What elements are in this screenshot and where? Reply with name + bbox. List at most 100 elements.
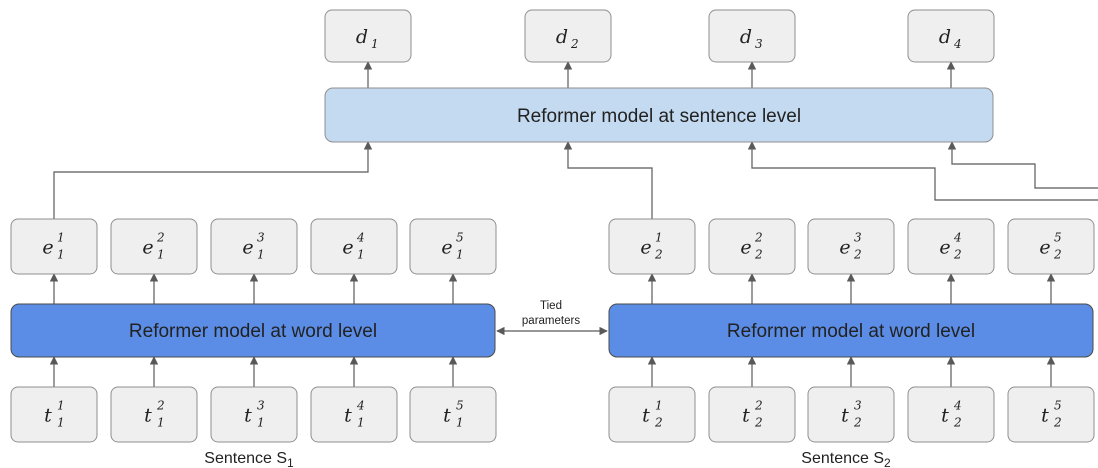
- embedding-s2-w1-sub: 2: [654, 248, 663, 262]
- token-s2-w4-var: t: [941, 405, 949, 427]
- embedding-s1-w1-box: [10, 218, 98, 275]
- embedding-s1-w5-var: e: [441, 237, 452, 259]
- embedding-s1-w1-sub: 1: [57, 248, 65, 262]
- embedding-s1-w3-box: [210, 218, 298, 275]
- token-s1-w3-sup: 3: [257, 399, 265, 413]
- sentence-level-model: Reformer model at sentence level: [324, 87, 994, 143]
- sentence-level-model-box: [324, 87, 994, 143]
- token-s2-w2-var: t: [742, 405, 750, 427]
- document-output-4-box: [907, 9, 995, 63]
- document-output-2-sub: 2: [570, 37, 579, 51]
- embedding-s2-w2-var: e: [740, 237, 751, 259]
- arrow-s4-to-sentence-model: [947, 141, 1098, 189]
- document-output-1-sub: 1: [371, 37, 379, 51]
- embedding-s1-w1-var: e: [42, 237, 53, 259]
- embedding-s1-w3-sup: 3: [257, 231, 265, 245]
- embedding-s1-w5-box: [409, 218, 497, 275]
- token-s2-w4-sup: 4: [953, 399, 962, 413]
- token-s1-w3-var: t: [244, 405, 252, 427]
- embedding-s2-w3-var: e: [839, 237, 850, 259]
- sentence-1-caption: Sentence S1: [204, 450, 294, 468]
- token-s2-w3-box: [807, 386, 895, 443]
- embedding-s1-w2-box: [110, 218, 198, 275]
- token-s1-w1-var: t: [44, 405, 52, 427]
- embedding-s2-w2-box: [708, 218, 796, 275]
- token-s1-w2-sup: 2: [156, 399, 165, 413]
- token-s1-w4-box: [310, 386, 398, 443]
- document-output-4-sub: 4: [953, 37, 962, 51]
- token-s2-w5-sup: 5: [1054, 399, 1062, 413]
- token-s1-w2-var: t: [144, 405, 152, 427]
- embedding-s1-w4-box: [310, 218, 398, 275]
- embedding-s2-w4-sub: 2: [953, 248, 962, 262]
- token-s1-w1-sup: 1: [57, 399, 65, 413]
- token-s1-w5-var: t: [443, 405, 451, 427]
- embedding-s1-w5-sub: 1: [456, 248, 464, 262]
- arrow-s3-to-sentence-model: [747, 141, 1098, 201]
- document-output-3-box: [708, 9, 796, 63]
- token-s1-w4-var: t: [344, 405, 352, 427]
- token-s1-w2-sub: 1: [157, 416, 165, 430]
- embedding-s1-w2-sub: 1: [157, 248, 165, 262]
- word-level-model-1-label: Reformer model at word level: [129, 321, 377, 342]
- token-s2-w2-box: [708, 386, 796, 443]
- tied-parameters-line2: parameters: [522, 315, 580, 327]
- word-level-model-2-label: Reformer model at word level: [727, 321, 975, 342]
- token-s1-w5-sub: 1: [456, 416, 464, 430]
- token-s2-w1-sub: 2: [654, 416, 663, 430]
- word-level-model-2: Reformer model at word level: [608, 303, 1094, 358]
- token-s2-w5-sub: 2: [1053, 416, 1062, 430]
- sentence-2-caption-sub: 2: [884, 456, 891, 468]
- embedding-s1-w4-var: e: [342, 237, 353, 259]
- document-output-1-var: d: [356, 26, 368, 48]
- sentence-2-caption-text: Sentence S: [801, 450, 884, 467]
- token-s1-w4-sup: 4: [356, 399, 365, 413]
- tied-parameters-line1: Tied: [540, 300, 562, 312]
- token-s2-w3-sup: 3: [854, 399, 862, 413]
- sentence-1-caption-text: Sentence S: [204, 450, 287, 467]
- token-s1-w4-sub: 1: [357, 416, 365, 430]
- embedding-s2-w4-sup: 4: [953, 231, 962, 245]
- arrow-s2-to-sentence-model: [563, 141, 653, 219]
- embedding-s2-w5-box: [1007, 218, 1095, 275]
- sentence-2-caption: Sentence S2: [801, 450, 891, 468]
- embedding-s1-w3-var: e: [242, 237, 253, 259]
- document-output-3-sub: 3: [755, 37, 763, 51]
- token-s2-w1-var: t: [642, 405, 650, 427]
- token-s2-w1-box: [608, 386, 696, 443]
- edges: [49, 61, 1098, 387]
- embedding-s2-w2-sub: 2: [754, 248, 763, 262]
- token-s1-w2-box: [110, 386, 198, 443]
- embedding-s1-w4-sup: 4: [356, 231, 365, 245]
- embedding-s2-w4-box: [907, 218, 995, 275]
- token-s1-w3-sub: 1: [257, 416, 265, 430]
- token-s2-w5-var: t: [1041, 405, 1049, 427]
- document-output-3-var: d: [740, 26, 752, 48]
- embedding-s2-w3-sup: 3: [854, 231, 862, 245]
- word-level-model-1: Reformer model at word level: [10, 303, 496, 358]
- embedding-s1-w2-var: e: [142, 237, 153, 259]
